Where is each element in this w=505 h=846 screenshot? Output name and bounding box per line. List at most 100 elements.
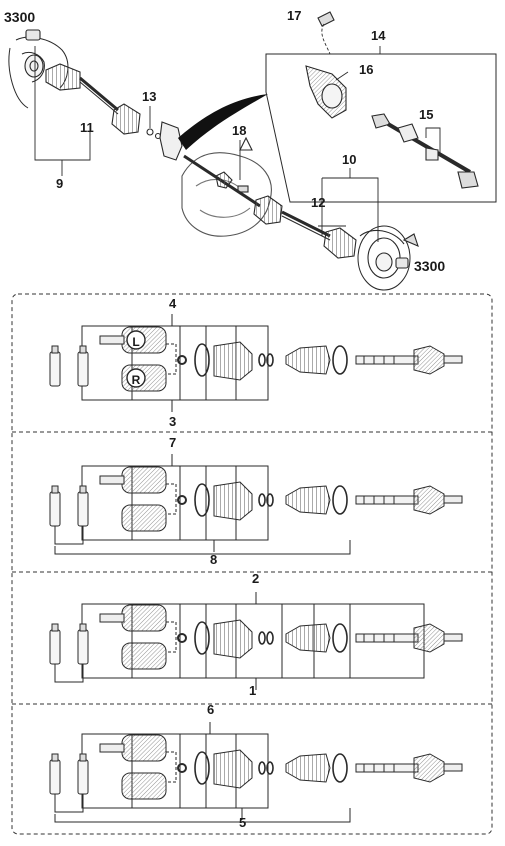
panel-1-tag-right: R: [131, 373, 141, 387]
callout-3300-right: 3300: [414, 258, 446, 274]
small-clamp: [258, 631, 266, 645]
lower-bracket: [54, 540, 351, 555]
outer-boot: [285, 345, 331, 375]
panel-4-bottom-number: 5: [239, 815, 247, 830]
outer-clamp-ring: [332, 485, 348, 515]
panel-2-top-number: 7: [169, 435, 177, 450]
grease-tube: [77, 629, 89, 665]
axle-shaft: [355, 633, 419, 643]
tube-bracket: [54, 526, 84, 545]
grease-tube-cap: [79, 345, 87, 354]
outer-joint-stub: [443, 355, 463, 364]
callout-10: 10: [342, 152, 357, 167]
outer-joint: [413, 345, 445, 375]
grease-tube: [77, 759, 89, 795]
inner-joint-upper: [121, 734, 167, 762]
grease-tube-cap: [79, 485, 87, 494]
panel-1: [49, 314, 463, 412]
grease-tube-cap: [79, 623, 87, 632]
small-clamp: [258, 761, 266, 775]
grease-tube-cap: [51, 485, 59, 494]
center-bracket: [159, 121, 183, 161]
axle-shaft: [355, 355, 419, 365]
right-disc: [357, 225, 411, 291]
left-inner-boot: [111, 103, 141, 135]
callout-13: 13: [142, 89, 157, 104]
panel-3-top-number: 2: [252, 571, 260, 586]
joint-dashed-link: [166, 621, 177, 653]
inner-joint-stem: [99, 613, 125, 623]
top-leaders: [34, 46, 441, 242]
lower-frame: [11, 293, 493, 835]
clamp-ring: [194, 483, 210, 517]
inner-joint-stem: [99, 475, 125, 485]
inner-boot: [213, 619, 253, 659]
circlip: [177, 355, 187, 365]
inner-joint-lower: [121, 772, 167, 800]
panel-4-top-number: 6: [207, 702, 215, 717]
small-clamp: [266, 353, 274, 367]
grease-tube: [49, 351, 61, 387]
outer-clamp-ring: [332, 345, 348, 375]
circlip: [177, 763, 187, 773]
right-inner-boot: [253, 195, 283, 225]
callout-17: 17: [287, 8, 302, 23]
callout-14: 14: [371, 28, 386, 43]
detail-wedge: [178, 94, 268, 150]
tag-r-circle: [126, 368, 146, 388]
panel-1-bottom-number: 3: [169, 414, 177, 429]
grease-tube: [49, 759, 61, 795]
outer-joint: [413, 485, 445, 515]
joint-dashed-link: [166, 751, 177, 783]
detail-box-14: [265, 53, 497, 203]
circlip: [177, 495, 187, 505]
outer-joint-stub: [443, 763, 463, 772]
right-outer-boot: [323, 227, 357, 259]
callout-12: 12: [311, 195, 326, 210]
outer-joint: [413, 753, 445, 783]
circlip: [177, 633, 187, 643]
callout-16: 16: [359, 62, 374, 77]
outer-boot: [285, 753, 331, 783]
left-nut-3300: [25, 29, 41, 41]
inner-joint-upper: [121, 466, 167, 494]
inner-joint-lower: [121, 504, 167, 532]
inner-boot: [213, 749, 253, 789]
panel-3-bottom-number: 1: [249, 683, 257, 698]
grease-tube: [49, 491, 61, 527]
outer-boot: [285, 623, 331, 653]
tube-bracket: [54, 664, 84, 683]
small-clamp: [266, 631, 274, 645]
joint-dashed-link: [166, 483, 177, 515]
callout-9: 9: [56, 176, 64, 191]
panel-3: [49, 592, 463, 690]
inner-joint-stem: [99, 335, 125, 345]
tube-bracket: [54, 794, 84, 813]
clamp-ring: [194, 751, 210, 785]
joint-dashed-link: [166, 343, 177, 375]
left-outer-boot: [45, 63, 81, 91]
panel-1-tag-left: L: [132, 335, 140, 349]
part-18: [237, 185, 249, 193]
outer-joint: [413, 623, 445, 653]
inner-joint-lower: [121, 642, 167, 670]
axle-shaft: [355, 495, 419, 505]
callout-18: 18: [232, 123, 247, 138]
right-hub: [375, 252, 393, 272]
inner-joint-upper: [121, 604, 167, 632]
left-hub: [24, 54, 44, 78]
callout-15: 15: [419, 107, 434, 122]
small-clamp: [258, 493, 266, 507]
outer-joint-stub: [443, 633, 463, 642]
outer-joint-stub: [443, 495, 463, 504]
small-clamp: [266, 493, 274, 507]
tag-l-circle: [126, 330, 146, 350]
grease-tube-cap: [79, 753, 87, 762]
panel-2: [49, 454, 463, 555]
outer-clamp-ring: [332, 623, 348, 653]
grease-tube-cap: [51, 623, 59, 632]
inner-joint-stem: [99, 743, 125, 753]
small-clamp: [266, 761, 274, 775]
